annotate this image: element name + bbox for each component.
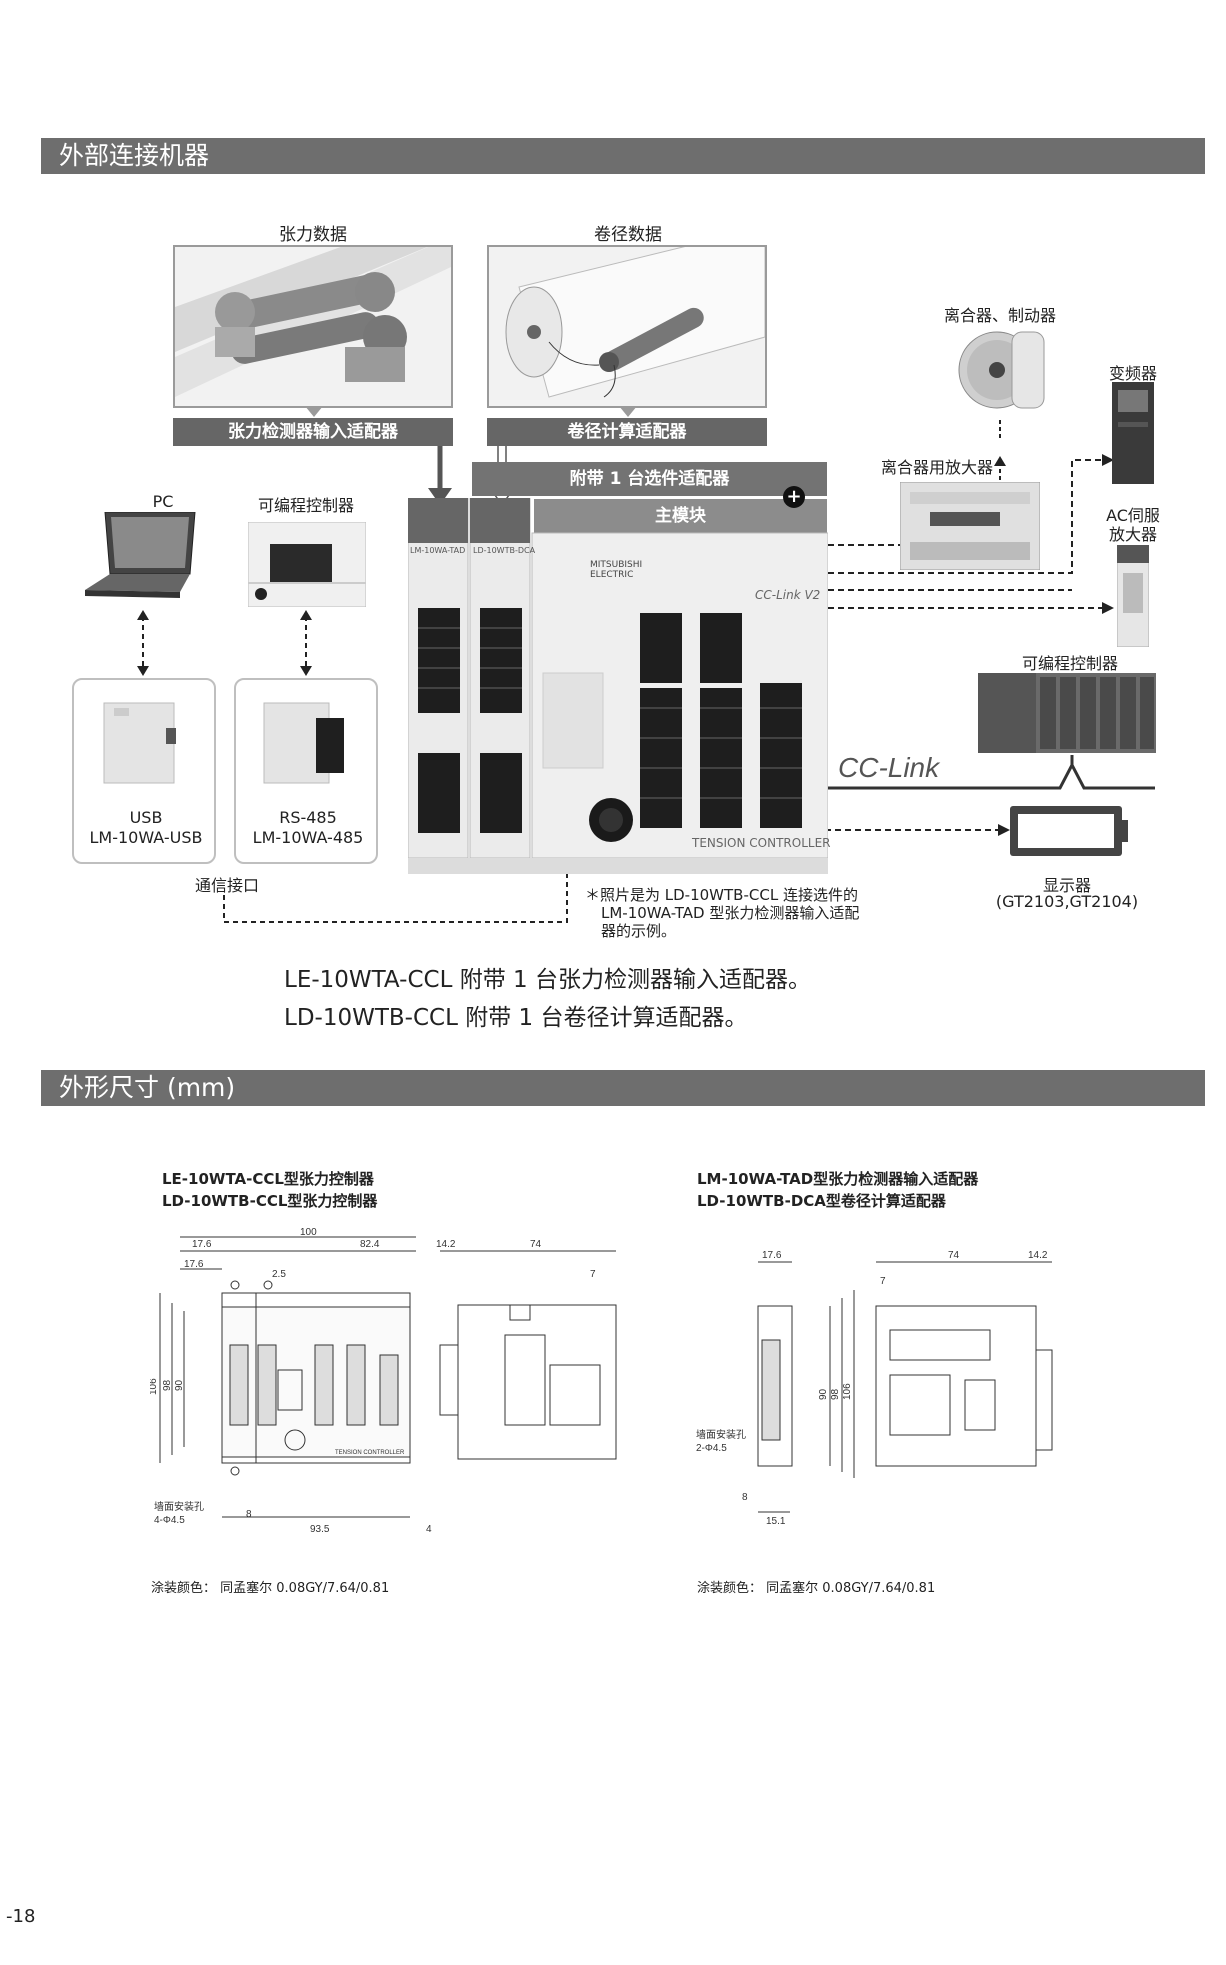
dim-14-2: 14.2 [436,1239,456,1250]
section-title-external-devices: 外部连接机器 [41,138,1205,174]
hole-label-2: 4-Φ4.5 [154,1515,185,1526]
paint-color-right: 涂装颜色： 同孟塞尔 0.08GY/7.64/0.81 [697,1581,936,1596]
ac-servo-label-line1: AC伺服 [1106,506,1160,525]
ac-servo-label-line2: 放大器 [1108,525,1158,544]
dim-17-6-b: 17.6 [184,1259,204,1270]
dim-4: 4 [426,1524,432,1535]
page-number: -18 [6,1906,36,1927]
comm-interface-label: 通信接口 [194,876,260,895]
dim-r-106: 106 [842,1383,853,1400]
dim-74: 74 [530,1239,542,1250]
option-adapter-banner: 附带 1 台选件适配器 [472,462,827,496]
dim-90: 90 [174,1379,185,1391]
dims-right-title1: LM-10WA-TAD型张力检测器输入适配器 [697,1170,979,1188]
dim-r-8: 8 [742,1492,748,1503]
dims-left-title1: LE-10WTA-CCL型张力控制器 [162,1170,374,1188]
roll-adapter-banner: 卷径计算适配器 [487,418,767,446]
dim-r-15-1: 15.1 [766,1516,786,1527]
module-left-tag: LM-10WA-TAD [410,546,466,555]
usb-model: LM-10WA-USB [89,828,203,847]
usb-label: USB [129,808,163,827]
dims-left-drawing: 100 17.6 82.4 14.2 74 17.6 2.5 7 106 98 … [150,1227,617,1535]
hole-r-label-2: 2-Φ4.5 [696,1443,727,1454]
roll-diameter-photo [487,226,767,408]
display-icon [1010,806,1128,856]
dim-r-17-6: 17.6 [762,1250,782,1261]
roll-data-label: 卷径数据 [594,225,662,245]
tension-data-label: 张力数据 [279,225,347,245]
dim-8: 8 [246,1509,252,1520]
rs485-adapter-card: RS-485 LM-10WA-485 [234,678,378,864]
photo-note-line3: 器的示例。 [601,922,677,940]
plus-icon: + [783,486,805,508]
inverter-icon [1112,382,1154,484]
inverter-label: 变频器 [1108,364,1158,383]
section-title-dimensions: 外形尺寸 (mm) [41,1070,1205,1106]
dim-r-14-2: 14.2 [1028,1250,1048,1261]
tension-controller-text: TENSION CONTROLLER [692,836,831,850]
rs485-label: RS-485 [279,808,337,827]
dim-98: 98 [162,1379,173,1391]
plc-label-right: 可编程控制器 [1021,654,1119,673]
tension-adapter-banner: 张力检测器输入适配器 [173,418,453,446]
summary-line1: LE-10WTA-CCL 附带 1 台张力检测器输入适配器。 [284,967,811,993]
dim-82-4: 82.4 [360,1239,380,1250]
display-models: (GT2103,GT2104) [995,892,1139,911]
panel-text: TENSION CONTROLLER [335,1450,405,1456]
dim-93-5: 93.5 [310,1524,330,1535]
dims-right-drawing: 17.6 74 14.2 7 90 98 106 墙面安装孔 2-Φ4.5 8 … [696,1250,1053,1527]
hole-label-1: 墙面安装孔 [154,1500,204,1513]
dim-106: 106 [150,1378,159,1395]
display-label: 显示器 [1042,876,1092,895]
summary-line2: LD-10WTB-CCL 附带 1 台卷径计算适配器。 [284,1005,748,1031]
clutch-amplifier-icon [899,481,1041,571]
clutch-brake-icon [952,318,1052,418]
module-mid-tag: LD-10WTB-DCA [473,546,536,555]
cclink-logo: CC-Link [838,752,940,783]
cclink-small-text: CC-Link V2 [755,588,821,602]
dim-17-6-a: 17.6 [192,1239,212,1250]
clutch-amp-label: 离合器用放大器 [880,458,994,477]
laptop-icon [85,511,200,602]
tension-sensor-photo [173,207,453,408]
plc-rack-icon [978,673,1156,753]
usb-adapter-card: USB LM-10WA-USB [72,678,216,864]
dim-7: 7 [590,1269,596,1280]
photo-note-line1: ＊照片是为 LD-10WTB-CCL 连接选件的 [585,886,858,904]
clutch-brake-label: 离合器、制动器 [943,306,1057,325]
rs485-model: LM-10WA-485 [252,828,364,847]
brand-text: MITSUBISHI ELECTRIC [590,560,643,580]
hole-r-label-1: 墙面安装孔 [696,1428,746,1441]
dim-r-74: 74 [948,1250,960,1261]
tension-controller-photo [407,497,829,878]
photo-note-line2: LM-10WA-TAD 型张力检测器输入适配 [601,904,860,922]
plc-label-left: 可编程控制器 [257,496,355,515]
ac-servo-icon [1116,544,1150,648]
dim-2-5: 2.5 [272,1269,286,1280]
dim-r-98: 98 [830,1388,841,1400]
dims-left-title2: LD-10WTB-CCL型张力控制器 [162,1192,378,1210]
pc-label: PC [152,492,174,511]
dim-r-7: 7 [880,1276,886,1287]
plc-device-icon [247,521,367,608]
dim-r-90: 90 [818,1388,829,1400]
dims-right-title2: LD-10WTB-DCA型卷径计算适配器 [697,1192,946,1210]
main-module-banner: 主模块 [534,499,827,533]
dim-100: 100 [300,1227,317,1238]
paint-color-left: 涂装颜色： 同孟塞尔 0.08GY/7.64/0.81 [151,1581,390,1596]
